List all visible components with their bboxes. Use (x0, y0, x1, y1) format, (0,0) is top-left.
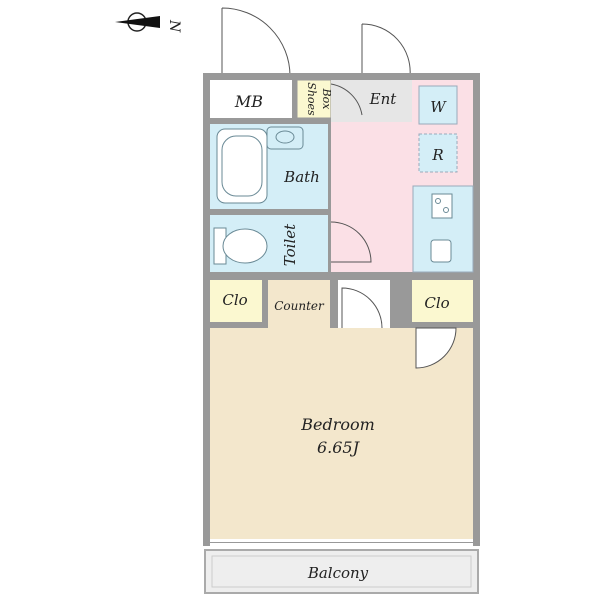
washer-icon (418, 85, 458, 125)
refrigerator-icon (418, 133, 458, 173)
shoes-box-label-2: Box (320, 88, 333, 111)
toilet-label: Toilet (281, 223, 299, 266)
bedroom-label: Bedroom (300, 415, 375, 434)
mb-door-swing-icon (221, 7, 291, 77)
bath-label: Bath (283, 168, 320, 186)
entry-doors (221, 7, 411, 77)
counter-label: Counter (274, 299, 325, 313)
closet-right-room (412, 280, 473, 322)
mb-label: MB (234, 92, 263, 111)
toilet-door-swing-icon (330, 221, 372, 263)
bedroom-size-label: 6.65J (317, 438, 361, 457)
compass-label: N (166, 19, 182, 33)
closet-right-label: Clo (424, 294, 449, 312)
sink-basin-icon (275, 130, 295, 144)
hall-door-area (338, 280, 390, 328)
closet-left-label: Clo (222, 291, 247, 309)
bedroom-door-swing-icon (341, 287, 383, 329)
kitchen-sink-icon (430, 239, 452, 263)
closet-left-room (210, 280, 262, 322)
burner-icon (435, 198, 441, 204)
interior-walls (210, 80, 473, 328)
burner-icon (443, 207, 449, 213)
shoes-door-swing-icon (330, 83, 363, 116)
entrance-label: Ent (369, 90, 398, 108)
toilet-bowl-icon (222, 228, 268, 264)
bathtub-inner-icon (221, 135, 263, 197)
balcony-window (210, 539, 473, 546)
entrance-door-swing-icon (361, 23, 411, 77)
compass-arrow-icon (115, 16, 160, 28)
closet-door-swing-icon (415, 327, 457, 369)
bathtub-icon (216, 128, 268, 204)
sink-icon (266, 126, 304, 150)
compass: N (115, 12, 182, 33)
interior-doors (330, 83, 457, 369)
shoes-box-label-1: Shoes (305, 82, 318, 116)
balcony-label: Balcony (307, 564, 369, 582)
refrigerator-label: R (431, 146, 443, 164)
mb-room (210, 80, 292, 118)
stove-icon (431, 193, 453, 219)
washer-label: W (430, 98, 447, 116)
fixtures (213, 85, 474, 273)
counter-room (268, 280, 330, 328)
balcony-railing (211, 555, 472, 588)
